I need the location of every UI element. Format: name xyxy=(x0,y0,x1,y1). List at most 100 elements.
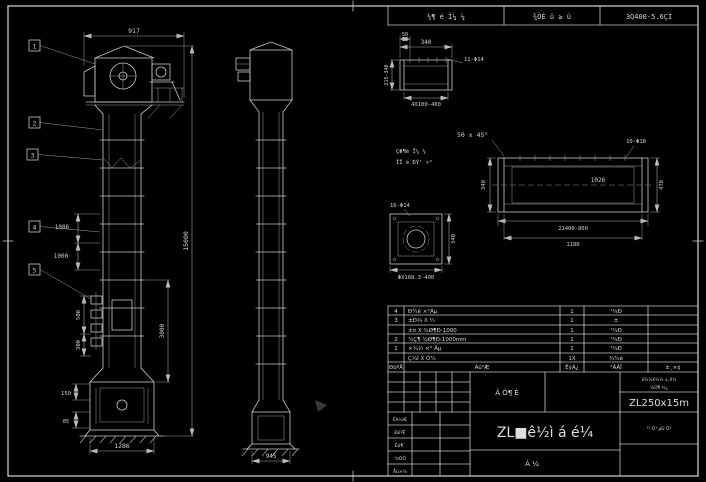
row-name: Ð¼ê ×°Áµ xyxy=(408,308,438,315)
row-qty: 1 xyxy=(570,346,574,352)
row-qty: 1 xyxy=(570,328,574,334)
bucket xyxy=(90,323,103,333)
front-view: 1 2 3 4 5 917 15000 xyxy=(26,27,195,454)
dim-boot-upper: 150 xyxy=(61,391,71,397)
header-strip: ½¶ é Ï¼ ¼ ¾ÖÈ û ≥ ü 3Q400-5.6ÇÌ xyxy=(387,5,699,26)
artifact-blob xyxy=(315,400,327,412)
front-view-dimensions: 917 15000 3000 1086 1000 500 300 xyxy=(54,27,195,454)
row-no: 2 xyxy=(394,337,398,343)
title-type-note: ¼Ó¶ ¾¿ xyxy=(650,385,668,390)
drive-unit xyxy=(151,63,171,81)
table-header-row: ÐòºÅ Ãû³Æ ÊýÁ¿ ²ÄÁÏ ±¸×¢ xyxy=(389,363,681,371)
row-material: ± xyxy=(614,318,619,324)
dim-inlet-side: 215-340 xyxy=(384,64,390,85)
bucket xyxy=(90,295,103,305)
sig-row-label: Éó¶¨ xyxy=(395,441,406,449)
balloon-callouts: 1 2 3 4 5 xyxy=(26,39,104,300)
weld-note-line2: ÏÏ é ÐÝ¹ ×° xyxy=(396,159,432,166)
dim-base-width: 1286 xyxy=(114,442,130,450)
dim-casing-length2: 1180 xyxy=(566,242,579,248)
dim-casing-left: 340 xyxy=(481,180,487,190)
row-name: ¼Ç¶ ¾Ø¶Ð-1000mm xyxy=(408,336,467,343)
dim-inlet-width: 340 xyxy=(421,39,432,46)
detail-inlet: 340 50 11-Φ14 215-340 4X100-400 xyxy=(384,32,485,108)
inlet-bottom-label: 4X100-400 xyxy=(411,102,441,108)
bucket xyxy=(90,309,103,319)
balloon-3: 3 xyxy=(31,152,35,160)
dim-bucket-depth: 300 xyxy=(76,340,82,350)
page-label: Á ¼ xyxy=(525,459,539,468)
inspection-door xyxy=(111,299,133,331)
dim-section: 3000 xyxy=(159,323,166,338)
row-no: 4 xyxy=(394,309,398,315)
header-name: Ãû³Æ xyxy=(475,364,490,371)
balloon-1: 1 xyxy=(33,43,37,51)
scale-label: Ä Ó¶ È xyxy=(495,388,519,397)
elevator-head xyxy=(83,45,185,119)
dim-total-height: 15000 xyxy=(182,231,190,251)
table-row: 3 ±Ð¾ X ¼ 1 ± xyxy=(394,318,618,324)
row-qty: 1 xyxy=(570,309,574,315)
elevator-boot xyxy=(79,367,165,444)
row-name: ×¾½ ×° Áµ xyxy=(408,345,442,352)
row-qty: 1 xyxy=(570,318,574,324)
row-no: 1 xyxy=(394,346,398,352)
dim-side-base-width: 945 xyxy=(266,453,277,460)
drawing-title: ZL■ê½ì á é¼ xyxy=(497,425,594,441)
dim-left-upper: 1086 xyxy=(55,224,70,231)
balloon-5: 5 xyxy=(33,267,37,275)
inlet-holes-label: 11-Φ14 xyxy=(464,57,485,63)
header-no: ÐòºÅ xyxy=(389,364,403,371)
sig-row-label: Ð£ºË xyxy=(394,429,405,436)
header-remark: ±¸×¢ xyxy=(665,365,680,371)
boot-pulley xyxy=(116,399,128,411)
table-row: 1 ×¾½ ×° Áµ 1 ¹¾Ð xyxy=(394,345,622,352)
casing-holes-label: 10-Φ18 xyxy=(626,139,646,145)
row-material: ¹¾Ð xyxy=(610,308,622,315)
chamfer-leader xyxy=(491,139,505,157)
flange-holes-label: 16-Φ14 xyxy=(390,203,411,209)
title-top-note: ö¾½X¾¼ ±,X¾ xyxy=(642,377,677,382)
side-view: 945 xyxy=(235,41,327,464)
header-cell-left: ½¶ é Ï¼ ¼ xyxy=(427,12,465,21)
row-name: Ç¾Î X Ó¼ xyxy=(408,355,436,362)
row-material: ¹¾Ð xyxy=(610,345,622,352)
table-row: 4 Ð¼ê ×°Áµ 1 ¹¾Ð xyxy=(394,308,622,315)
dim-inlet-end: 50 xyxy=(402,32,408,38)
break-line xyxy=(102,157,142,169)
elevator-casing xyxy=(90,104,153,369)
balloon-4: 4 xyxy=(33,224,37,232)
table-row: ±¤ X ¾Ø¶Ð-1000 1 ¹¾Ð xyxy=(408,327,622,334)
row-material: ¹¾Ð xyxy=(610,327,622,334)
row-material: ¹¾Ð xyxy=(610,336,622,343)
sig-row-label: Éè¼Æ xyxy=(393,415,408,423)
dim-casing-inner: 1026 xyxy=(591,177,606,184)
sheet-note: ¹² Ò³ µÚ Ò³ xyxy=(647,425,672,432)
dim-boot-lower: 85 xyxy=(63,419,70,425)
row-qty: 1 xyxy=(570,337,574,343)
dim-casing-right: 470 xyxy=(659,180,665,190)
sig-row-label: Åú×¼ xyxy=(393,468,408,475)
sig-row-label: ¹¤ÒÕ xyxy=(394,455,406,462)
model-number: ZL250x15m xyxy=(629,398,689,409)
parts-table: 4 Ð¼ê ×°Áµ 1 ¹¾Ð 3 ±Ð¾ X ¼ 1 ± ±¤ X ¾Ø¶Ð… xyxy=(387,305,699,477)
bucket xyxy=(90,337,103,347)
dim-casing-length: 21400-800 xyxy=(558,226,588,232)
weld-note-line1: ÇΦ¶é Ï¼ ¼ xyxy=(396,148,426,155)
header-cell-right: 3Q400-5.6ÇÌ xyxy=(626,12,672,21)
chamfer-note: 50 x 45° xyxy=(457,131,488,139)
header-qty: ÊýÁ¿ xyxy=(565,363,578,371)
row-qty: 1X xyxy=(568,356,575,362)
table-row: Ç¾Î X Ó¼ 1X ¾¼é xyxy=(408,355,624,362)
flange-bottom-label: ΦX168.3-400 xyxy=(398,275,434,281)
header-cell-mid: ¾ÖÈ û ≥ ü xyxy=(533,12,571,21)
detail-casing: 10-Φ18 1026 21400-800 1180 470 340 xyxy=(481,139,665,248)
row-name: ±¤ X ¾Ø¶Ð-1000 xyxy=(408,327,457,334)
title-block: Éè¼Æ Ð£ºË Éó¶¨ ¹¤ÒÕ Åú×¼ Ä Ó¶ È ZL■ê½ì á… xyxy=(387,371,699,477)
dim-head-width: 917 xyxy=(128,27,140,35)
row-no: 3 xyxy=(394,318,398,324)
